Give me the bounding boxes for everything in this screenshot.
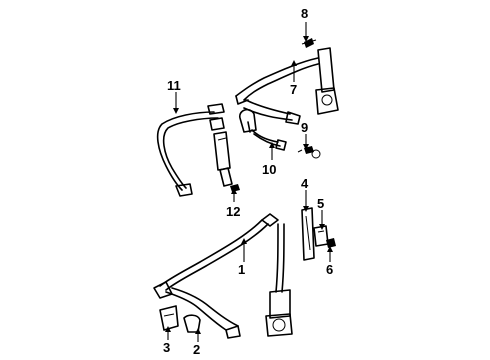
callout-5: 5 (317, 196, 324, 211)
callout-8: 8 (301, 6, 308, 21)
front-belt-assembly (235, 47, 339, 125)
callout-labels: 1 2 3 4 5 6 7 8 9 10 11 12 (163, 6, 333, 357)
callout-10: 10 (262, 162, 276, 177)
callout-11: 11 (167, 78, 181, 93)
upper-anchor-cover (301, 38, 317, 48)
center-pillar-guide (301, 207, 315, 261)
callout-12: 12 (226, 204, 240, 219)
rear-buckle-bolt (230, 184, 240, 192)
buckle-cover (159, 305, 179, 331)
front-buckle-assembly (239, 108, 287, 151)
callout-2: 2 (193, 342, 200, 357)
callout-7: 7 (290, 82, 297, 97)
height-adjuster (313, 225, 329, 247)
anchor-bolt (297, 146, 321, 159)
rear-seat-belt-assembly (156, 103, 233, 197)
callout-6: 6 (326, 262, 333, 277)
callout-4: 4 (301, 176, 309, 191)
callout-9: 9 (301, 120, 308, 135)
adjuster-bolt (326, 238, 336, 248)
leader-lines (165, 22, 333, 342)
callout-3: 3 (163, 340, 170, 355)
callout-1: 1 (238, 262, 245, 277)
rear-lap-belt-assembly (153, 213, 293, 339)
